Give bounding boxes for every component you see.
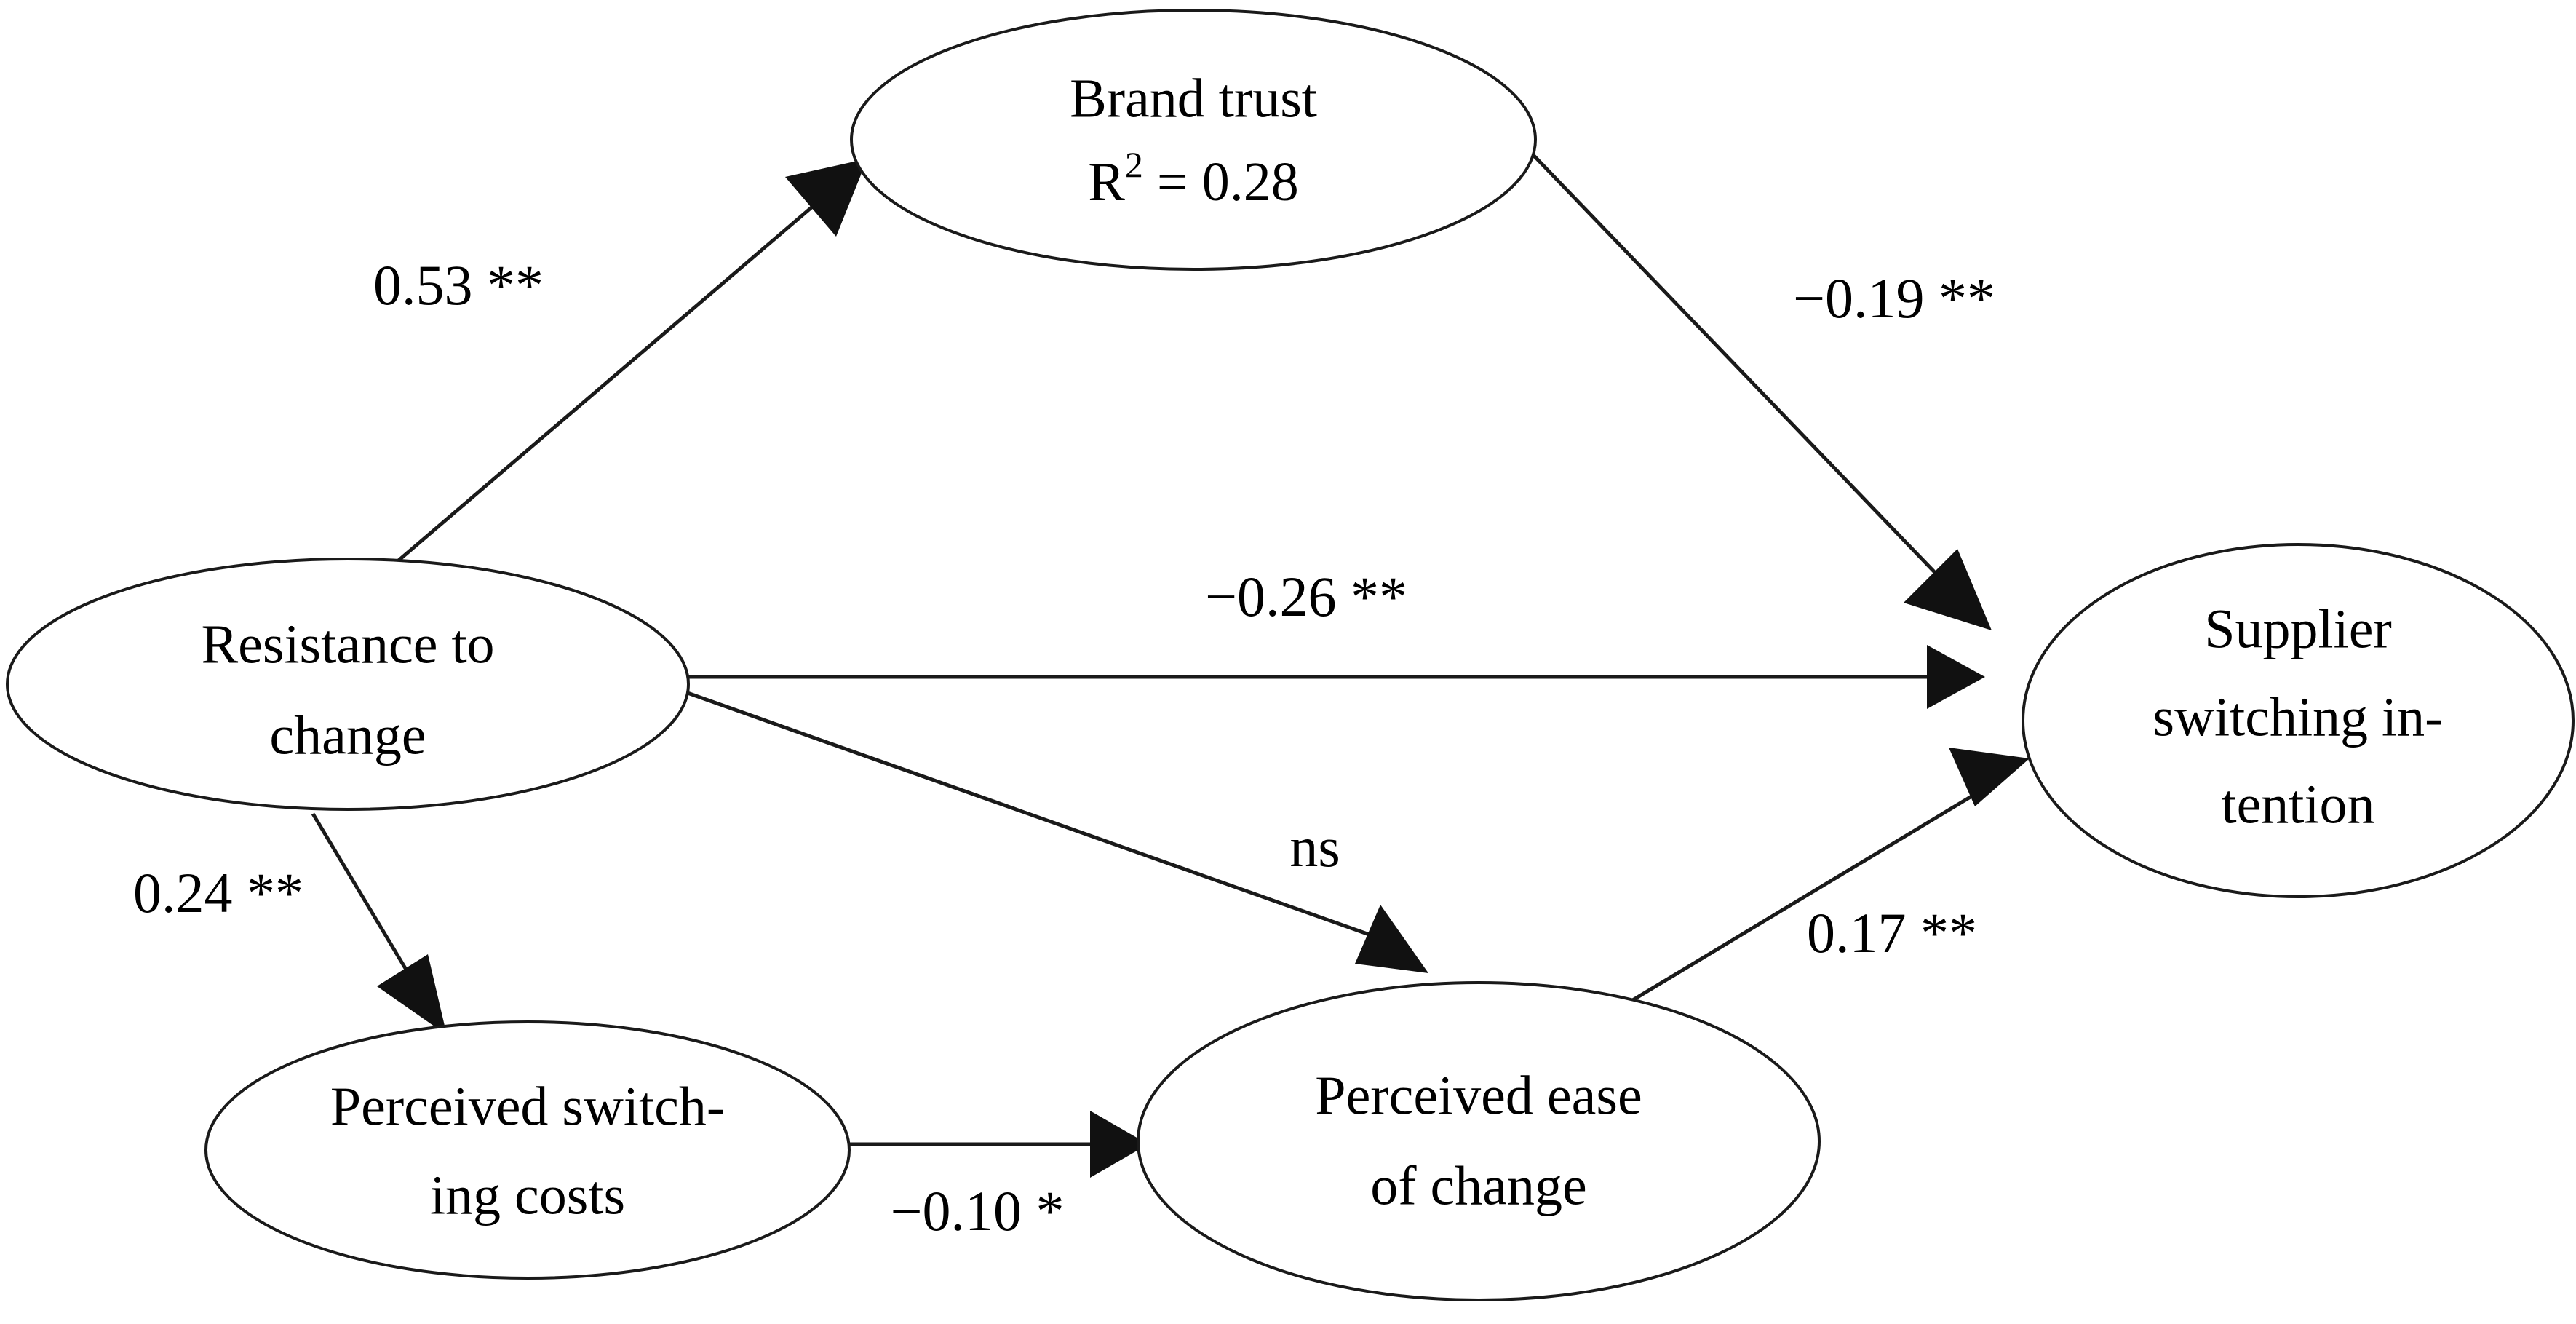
edge-line [1619,787,1985,1010]
node-brand-trust[interactable]: Brand trust R2 = 0.28 [850,9,1537,271]
edge-label-rtc-to-psc: 0.24 ** [133,861,303,924]
node-label-line2: R2 = 0.28 [1088,144,1299,213]
node-label-line2: switching in- [2153,686,2444,748]
arrowhead-icon [1927,645,1985,709]
node-perceived-switching-costs[interactable]: Perceived switch- ing costs [204,1020,851,1280]
r-symbol: R [1088,151,1125,213]
edge-label-brand-trust-to-ssi: −0.19 ** [1793,266,1995,330]
node-perceived-ease-of-change[interactable]: Perceived ease of change [1137,981,1821,1301]
arrowhead-icon [1904,549,1992,630]
edge-rtc-to-brand-trust [339,159,867,611]
node-label-line1: Supplier [2204,598,2392,659]
edge-rtc-to-peoc [675,686,1428,973]
arrowhead-icon [1090,1111,1148,1178]
edge-label-rtc-to-brand-trust: 0.53 ** [373,253,544,317]
node-ellipse [850,9,1537,271]
edge-line [1514,135,1964,603]
r-value: = 0.28 [1143,151,1299,213]
arrowhead-icon [377,954,447,1035]
node-label-line1: Brand trust [1070,68,1317,129]
edge-line [675,686,1378,940]
node-ellipse [204,1020,851,1280]
node-resistance-to-change[interactable]: Resistance to change [6,558,690,811]
node-ellipse [1137,981,1821,1301]
edge-rtc-to-psc [311,812,447,1035]
node-ellipse [2022,543,2575,898]
edge-line [339,181,842,611]
edge-label-peoc-to-ssi: 0.17 ** [1807,901,1977,964]
arrowhead-icon [1949,748,2030,806]
r-superscript: 2 [1125,144,1143,185]
edge-peoc-to-ssi [1619,748,2030,1010]
node-label-line2: change [269,705,426,766]
edge-label-rtc-to-ssi: −0.26 ** [1205,565,1407,628]
edge-line [311,812,417,986]
node-label-line3: tention [2221,774,2374,835]
node-ellipse [6,558,690,811]
edge-label-rtc-to-peoc: ns [1289,815,1340,879]
node-label-line1: Perceived ease [1315,1065,1642,1126]
edge-psc-to-peoc [840,1111,1148,1178]
edge-label-psc-to-peoc: −0.10 * [891,1179,1065,1242]
node-label-line1: Resistance to [201,614,494,675]
node-label-line2: of change [1370,1155,1587,1216]
edge-brand-trust-to-ssi [1514,135,1992,630]
arrowhead-icon [785,159,867,237]
arrowhead-icon [1355,905,1428,973]
edge-rtc-to-ssi [673,645,1985,709]
node-label-line2: ing costs [430,1165,625,1226]
node-supplier-switching-intention[interactable]: Supplier switching in- tention [2022,543,2575,898]
node-label-line1: Perceived switch- [330,1076,725,1137]
